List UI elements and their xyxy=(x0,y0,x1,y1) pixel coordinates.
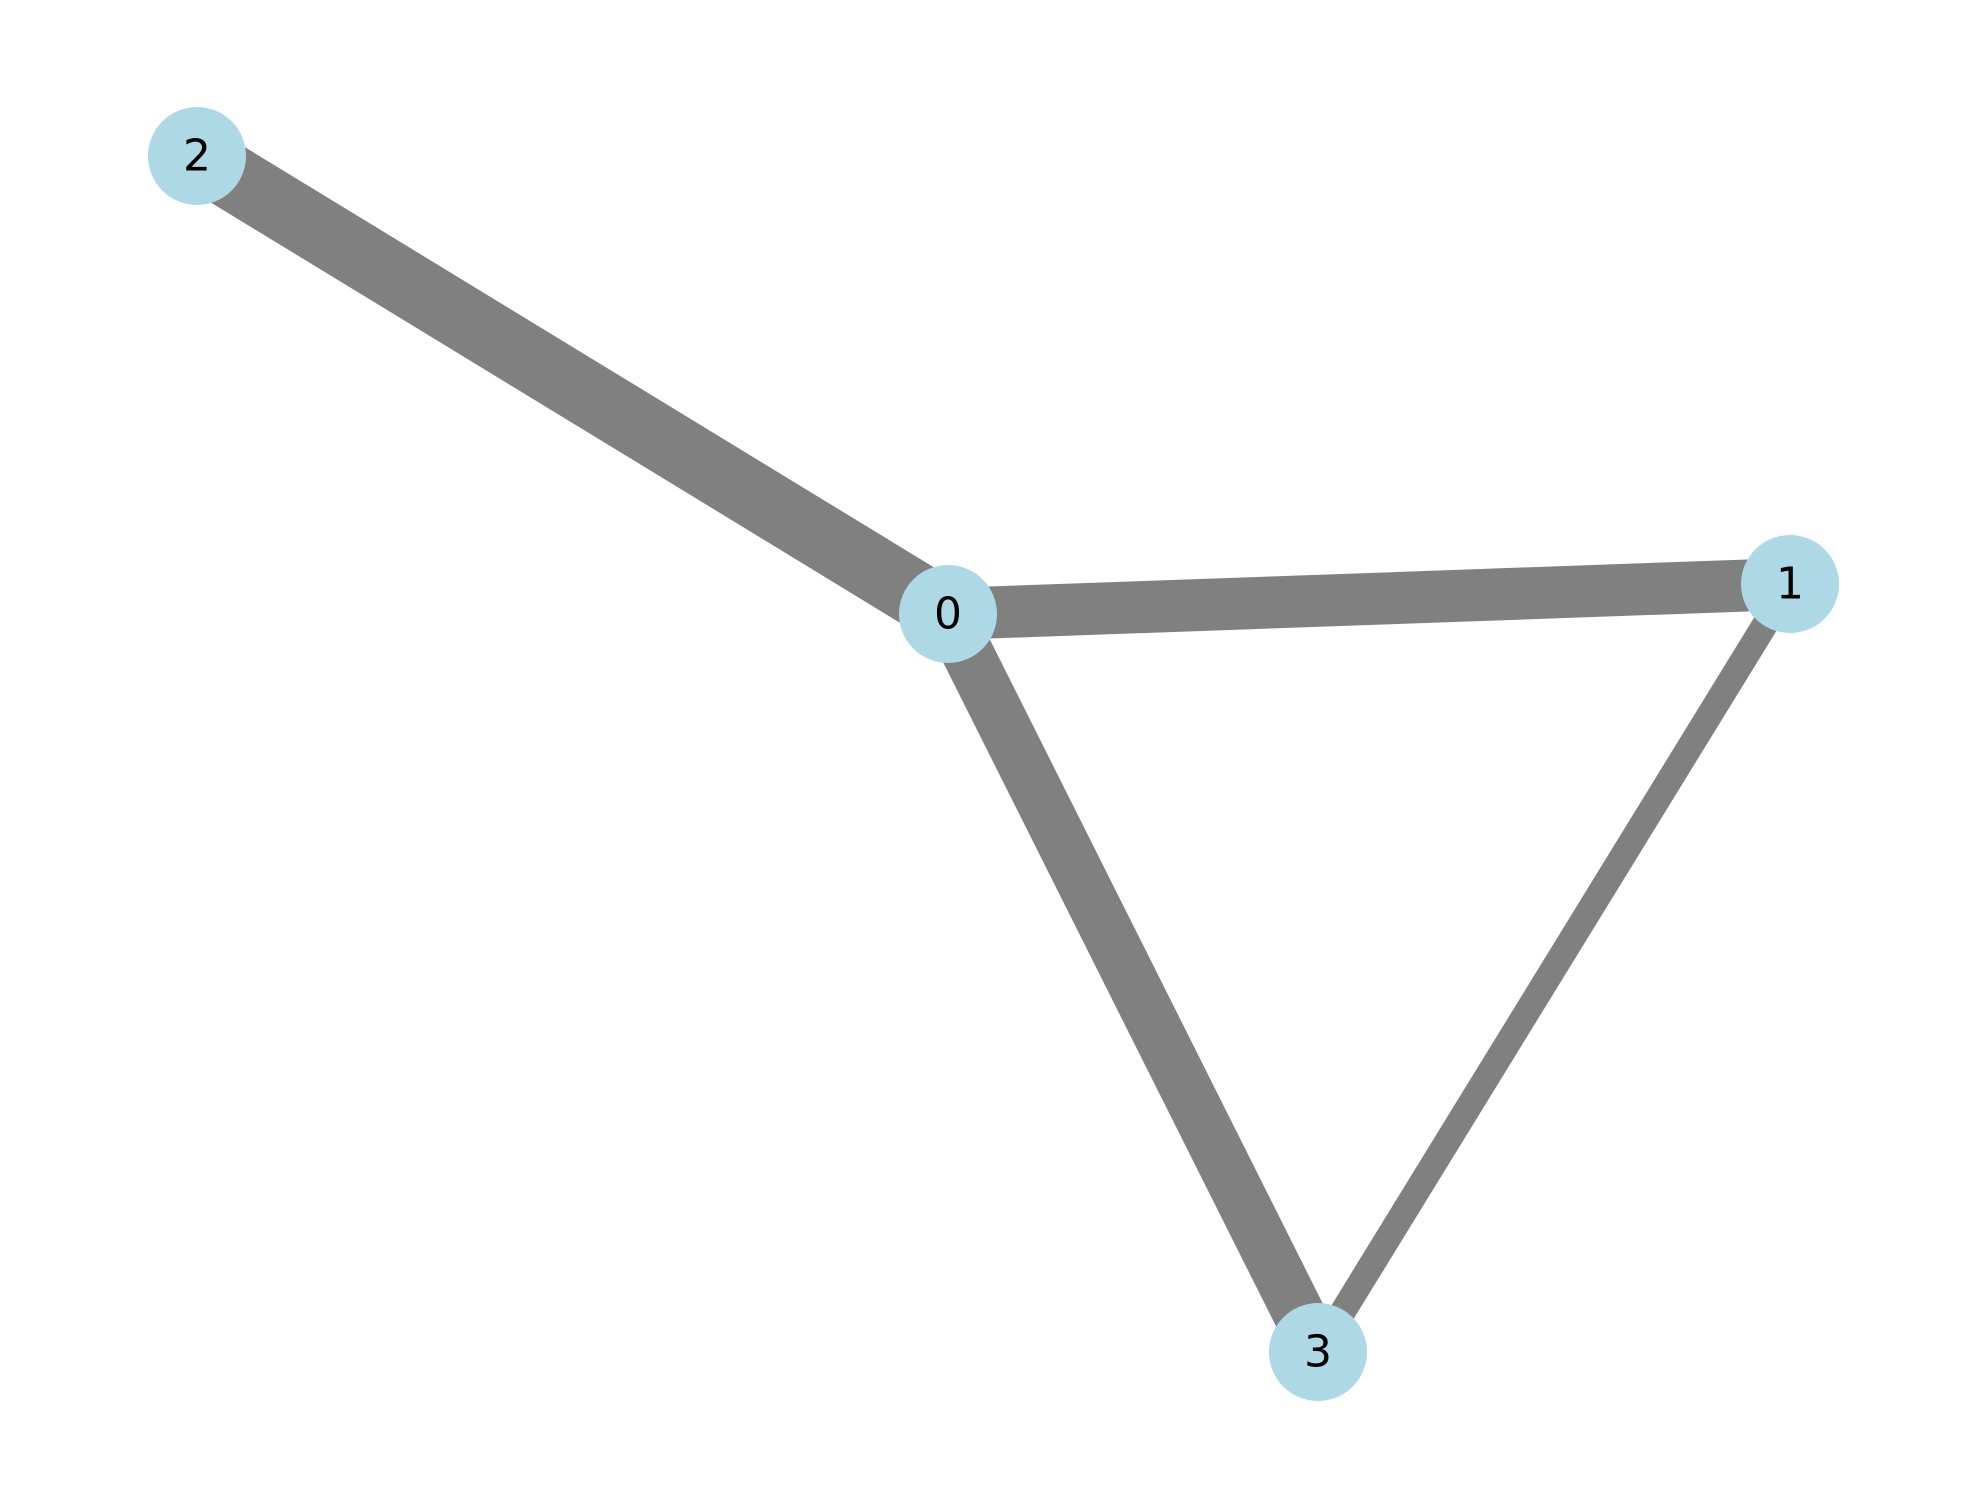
edge-0-1 xyxy=(947,558,1791,640)
edges-layer xyxy=(180,128,1802,1364)
edge-1-3 xyxy=(1306,577,1802,1359)
node-0: 0 xyxy=(899,565,997,663)
node-2: 2 xyxy=(148,107,246,205)
node-circle xyxy=(148,107,246,205)
node-circle xyxy=(1741,535,1839,633)
node-1: 1 xyxy=(1741,535,1839,633)
node-label: 3 xyxy=(1304,1327,1332,1378)
node-3: 3 xyxy=(1269,1303,1367,1401)
node-label: 0 xyxy=(934,589,962,640)
node-label: 1 xyxy=(1776,559,1804,610)
node-label: 2 xyxy=(183,131,211,182)
edge-0-3 xyxy=(924,602,1342,1364)
node-circle xyxy=(1269,1303,1367,1401)
node-circle xyxy=(899,565,997,663)
nodes-layer: 0 1 2 3 xyxy=(148,107,1839,1401)
edge-0-2 xyxy=(180,128,965,642)
